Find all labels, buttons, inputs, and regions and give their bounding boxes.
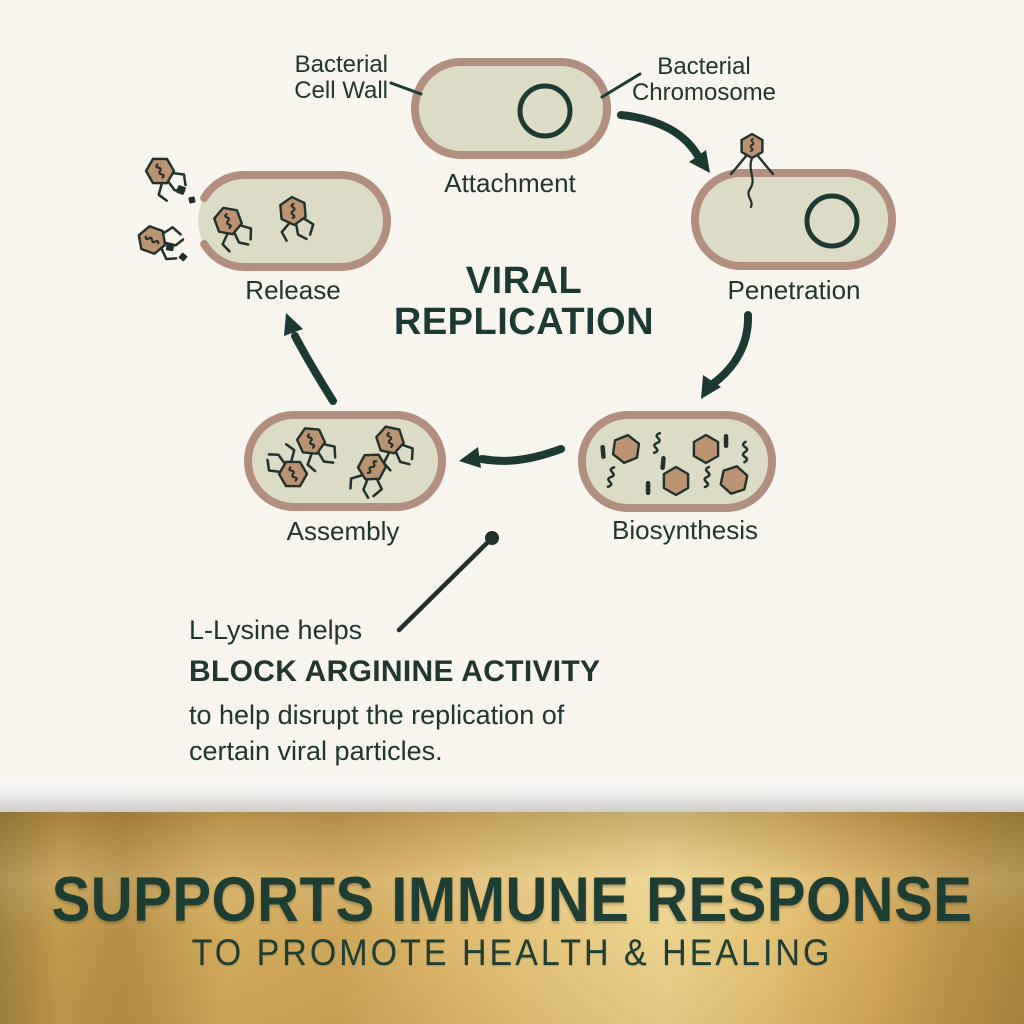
stage-label-attachment: Attachment — [444, 168, 576, 198]
callout-body-text: to help disrupt the replication of certa… — [189, 700, 565, 766]
attached-bacteriophage-icon — [729, 132, 775, 209]
stage-label-penetration: Penetration — [727, 275, 861, 305]
arrow-biosynthesis-to-assembly — [459, 445, 565, 468]
arrow-attachment-to-penetration — [617, 111, 710, 173]
stage-label-biosynthesis: Biosynthesis — [612, 515, 758, 545]
dna-fragment-icon — [723, 434, 729, 448]
callout-emphasis-text: BLOCK ARGININE ACTIVITY — [189, 655, 601, 688]
banner-top-divider — [0, 779, 1024, 812]
cell-debris-icon — [178, 252, 188, 262]
viral-replication-diagram — [133, 58, 896, 633]
callout-intro-text: L-Lysine helps — [189, 615, 363, 645]
arrow-assembly-to-release — [284, 313, 337, 405]
cell-debris-icon — [188, 196, 196, 204]
diagram-title: VIRAL REPLICATION — [393, 260, 655, 344]
escaping-bacteriophage-icon — [133, 216, 187, 264]
chromosome-circle-icon — [804, 193, 860, 249]
bacterial-chromosome-label: Bacterial Chromosome — [631, 53, 777, 107]
banner-subheadline: TO PROMOTE HEALTH & HEALING — [191, 932, 833, 974]
cell-wall-leader-line — [389, 81, 423, 96]
release-cell-bacterium — [133, 148, 391, 271]
callout-dot — [485, 531, 499, 545]
cell-debris-icon — [175, 184, 187, 196]
stage-label-assembly: Assembly — [286, 516, 400, 546]
escaping-bacteriophage-icon — [140, 148, 193, 204]
lysine-callout: L-Lysine helps BLOCK ARGININE ACTIVITY t… — [189, 615, 600, 769]
arrow-penetration-to-biosynthesis — [701, 311, 753, 399]
dna-fragment-icon — [645, 481, 651, 495]
gold-banner: SUPPORTS IMMUNE RESPONSE TO PROMOTE HEAL… — [0, 812, 1024, 1024]
capsid-icon — [662, 465, 690, 497]
banner-headline: SUPPORTS IMMUNE RESPONSE — [51, 865, 973, 936]
biosynthesis-cell-bacterium — [578, 411, 776, 512]
cell-debris-icon — [165, 242, 175, 252]
chromosome-circle-icon — [517, 83, 573, 139]
assembly-cell-bacterium — [244, 411, 446, 511]
chromosome-leader-line — [600, 72, 642, 99]
penetration-cell-bacterium — [691, 132, 896, 270]
capsid-icon — [692, 433, 720, 465]
callout-leader-line — [396, 531, 499, 633]
attachment-cell-bacterium — [411, 58, 611, 159]
stage-label-release: Release — [245, 275, 341, 305]
injected-dna-tail — [747, 156, 754, 209]
bacterial-cell-wall-label: Bacterial Cell Wall — [294, 51, 388, 105]
